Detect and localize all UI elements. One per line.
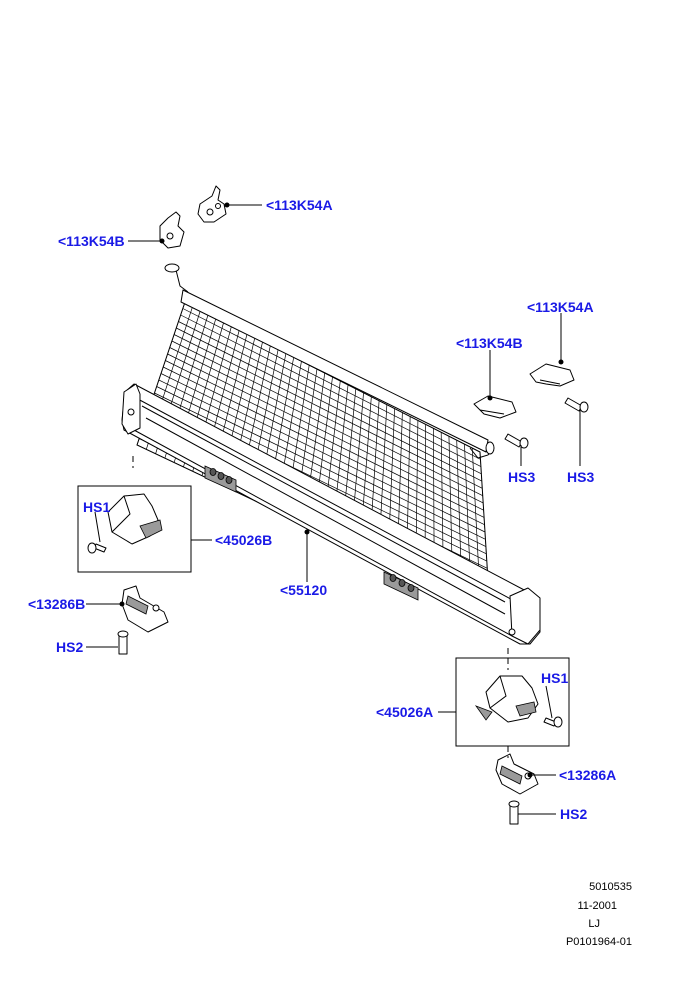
label-113k54a-top: <113K54A	[266, 197, 333, 213]
net-mesh-horizontal-line	[165, 360, 485, 518]
screw-hs3-right	[564, 397, 589, 413]
screw-hs3-left	[504, 433, 529, 449]
footer-line-2: 11-2001	[577, 900, 617, 912]
label-hs2-left: HS2	[56, 639, 83, 655]
net-mesh-horizontal-line	[169, 347, 484, 504]
net-mesh-horizontal-line	[180, 314, 482, 467]
net-mesh-horizontal-line	[176, 327, 482, 482]
bracket-13286b	[121, 585, 169, 633]
net-mesh-horizontal-line	[182, 308, 481, 460]
screw-hs2-right	[508, 800, 520, 825]
screw-hs1-right	[543, 716, 563, 728]
label-113k54b-top: <113K54B	[58, 233, 125, 249]
hook-113k54a-top	[197, 185, 227, 223]
label-hs3-right: HS3	[567, 469, 594, 485]
label-13286a: <13286A	[559, 767, 616, 783]
net-mesh-horizontal-line	[160, 373, 486, 533]
screw-hs1-left	[87, 542, 107, 554]
net-mesh-horizontal-line	[156, 386, 487, 547]
label-hs1-right: HS1	[541, 670, 568, 686]
housing-mount-plate-right	[383, 571, 419, 601]
housing-mount-plate-left	[204, 465, 237, 493]
endcap-left-hole	[127, 408, 135, 416]
label-45026b: <45026B	[215, 532, 272, 548]
roller-housing-endcap-right	[509, 587, 541, 645]
leader-dots	[119, 202, 564, 778]
label-hs1-left: HS1	[83, 499, 110, 515]
net-rod-right-cap	[485, 441, 495, 455]
bracket-13286a	[495, 753, 539, 795]
net-mesh-horizontal-line	[158, 379, 486, 540]
label-113k54a-right: <113K54A	[527, 299, 594, 315]
label-55120: <55120	[280, 582, 327, 598]
hook-113k54b-right	[473, 395, 517, 419]
label-113k54b-right: <113K54B	[456, 335, 523, 351]
label-45026a: <45026A	[376, 704, 433, 720]
footer-line-3: LJ	[588, 918, 600, 930]
endcap-right-hole	[508, 628, 516, 636]
roller-housing-groove	[141, 405, 506, 615]
hook-113k54a-right	[529, 363, 575, 387]
footer-line-1: 5010535	[589, 881, 632, 893]
net-mesh-horizontal-line	[178, 321, 482, 475]
net-rod-left-end	[175, 269, 189, 293]
callout-box-45026a	[455, 657, 570, 747]
label-13286b: <13286B	[28, 596, 85, 612]
net-mesh-horizontal-line	[167, 353, 484, 511]
label-hs3-left: HS3	[508, 469, 535, 485]
net-top-bar	[180, 289, 489, 453]
callout-box-45026b	[77, 485, 192, 573]
hook-113k54b-top	[159, 211, 185, 249]
net-rod-left-cap	[164, 263, 180, 273]
bracket-45026a	[474, 675, 539, 723]
net-mesh-horizontal-line	[171, 340, 483, 496]
net-mesh-horizontal-line	[173, 334, 483, 489]
net-mesh-horizontal-line	[154, 392, 487, 555]
bracket-45026b	[107, 493, 163, 545]
label-hs2-right: HS2	[560, 806, 587, 822]
cargo-net-assembly	[121, 263, 541, 645]
leader-lines	[86, 204, 581, 815]
screw-hs2-left	[117, 630, 129, 655]
net-mesh-horizontal-line	[163, 366, 485, 526]
footer-line-4: P0101964-01	[566, 936, 632, 948]
